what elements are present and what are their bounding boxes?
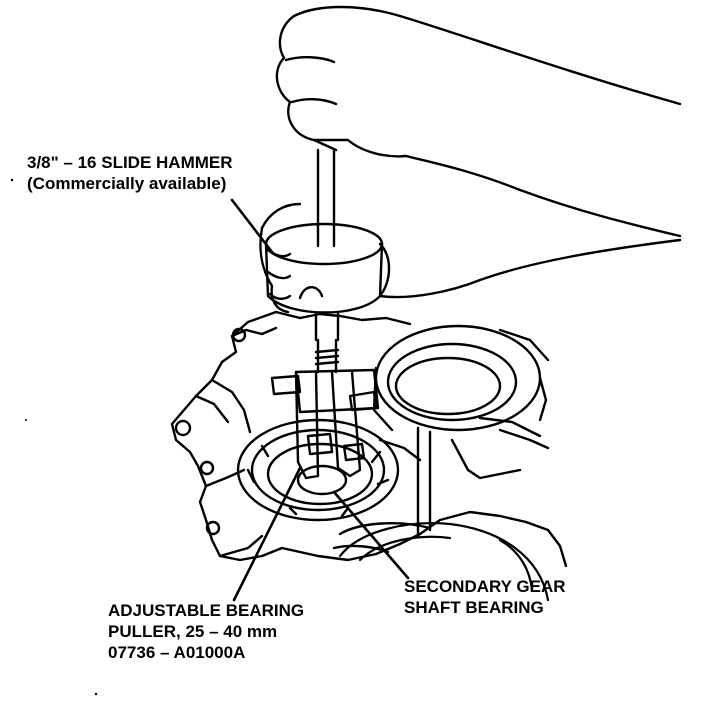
right-bore: [360, 316, 550, 432]
label-slide-hammer: 3/8" – 16 SLIDE HAMMER (Commercially ava…: [27, 152, 233, 194]
label-slide-hammer-line1: 3/8" – 16 SLIDE HAMMER: [27, 153, 233, 172]
label-secondary-gear-line1: SECONDARY GEAR: [404, 577, 566, 596]
shaft-bearing: [236, 418, 400, 522]
lower-bore: [338, 522, 550, 602]
leader-slide-hammer: [230, 198, 274, 254]
bearing-puller: [270, 338, 380, 480]
hand: [259, 5, 682, 314]
leader-lines: [230, 198, 410, 602]
label-adjustable-bearing-puller: ADJUSTABLE BEARING PULLER, 25 – 40 mm 07…: [108, 600, 304, 663]
label-slide-hammer-line2: (Commercially available): [27, 174, 227, 193]
leader-bearing-puller: [232, 466, 302, 602]
label-secondary-gear-line2: SHAFT BEARING: [404, 598, 544, 617]
label-bearing-puller-line2: PULLER, 25 – 40 mm: [108, 622, 278, 641]
transmission-housing: [170, 310, 568, 568]
label-bearing-puller-line3: 07736 – A01000A: [108, 643, 246, 662]
label-secondary-gear-shaft-bearing: SECONDARY GEAR SHAFT BEARING: [404, 576, 566, 618]
leader-secondary-gear: [332, 490, 410, 580]
scan-specks: [10, 178, 98, 696]
label-bearing-puller-line1: ADJUSTABLE BEARING: [108, 601, 305, 620]
